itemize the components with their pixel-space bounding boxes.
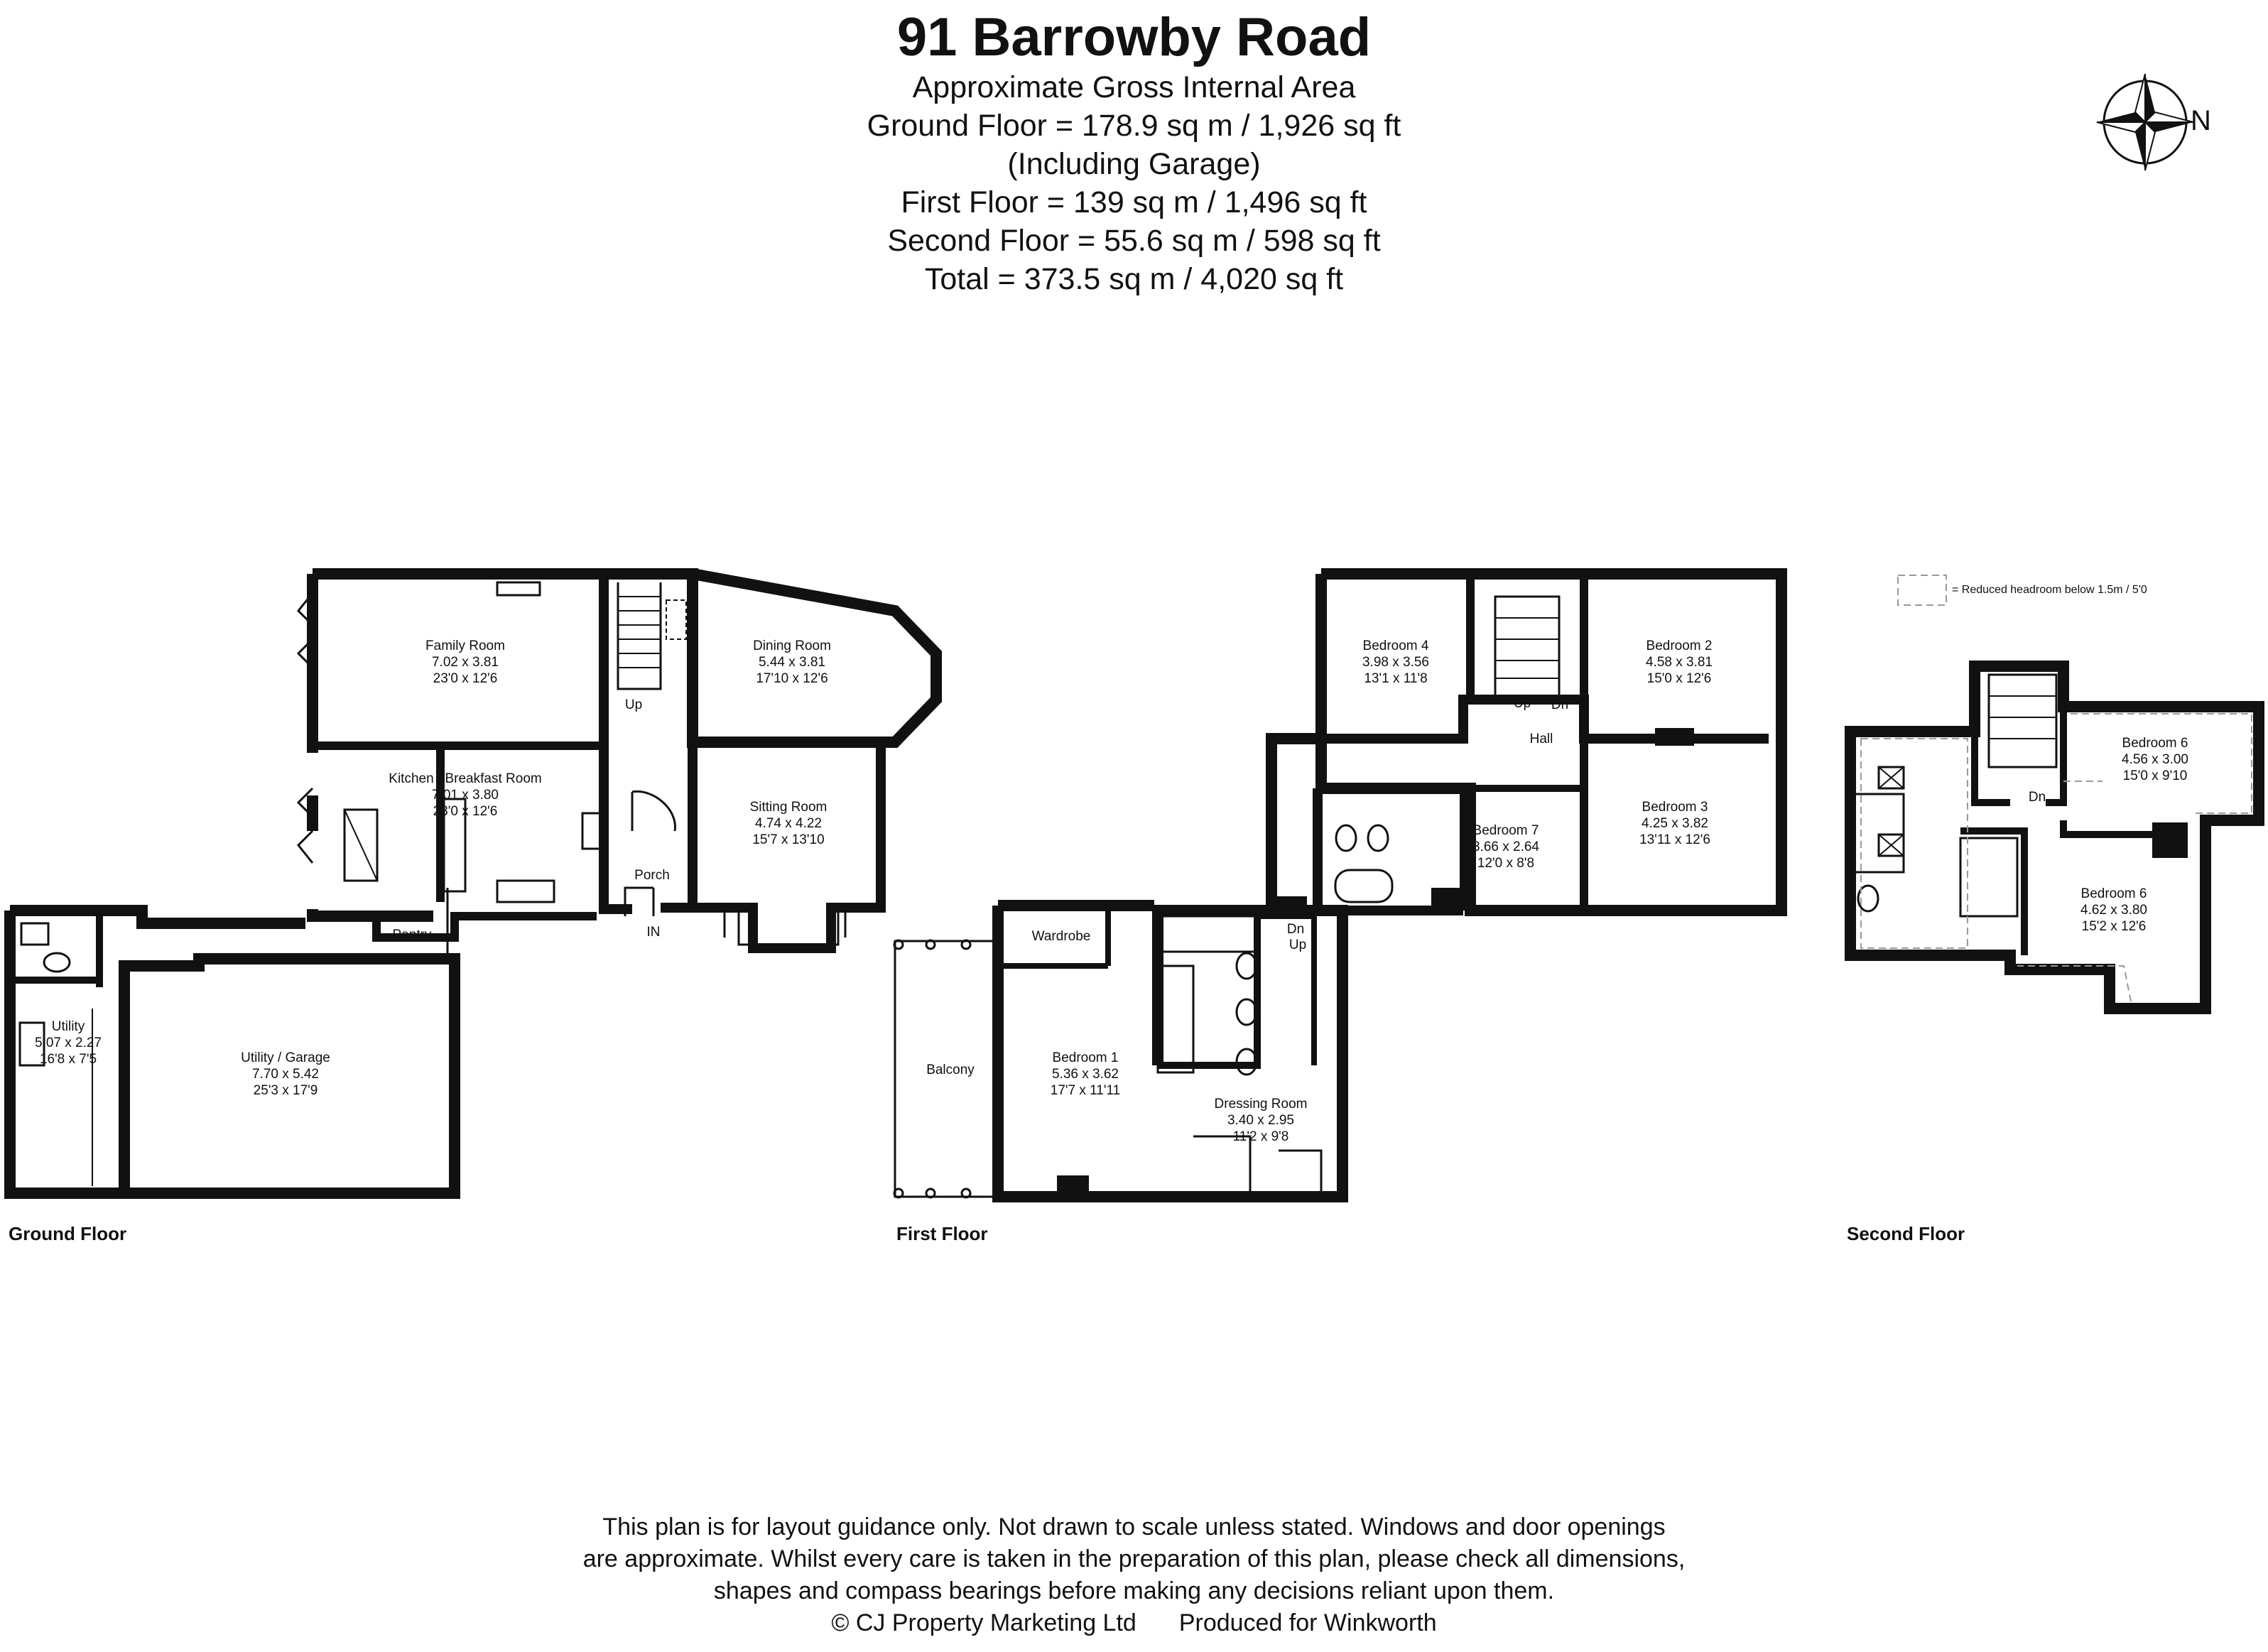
label-stairs-down: Dn <box>1286 922 1305 937</box>
room-metric: 7.70 x 5.42 <box>251 1067 320 1082</box>
room-bedroom-4: Bedroom 4 3.98 x 3.56 13'1 x 11'8 <box>1362 638 1429 687</box>
ground-floor-area: Ground Floor = 178.9 sq m / 1,926 sq ft <box>867 109 1401 143</box>
legend-swatch <box>1897 575 1947 606</box>
second-floor-plan <box>1845 661 2264 1014</box>
room-dressing: Dressing Room 3.40 x 2.95 11'2 x 9'8 <box>1215 1096 1308 1145</box>
ground-floor-caption: Ground Floor <box>9 1223 127 1244</box>
room-imperial: 23'0 x 12'6 <box>433 671 498 686</box>
credits: © CJ Property Marketing Ltd Produced for… <box>0 1607 2268 1639</box>
room-metric: 5.36 x 3.62 <box>1051 1067 1119 1082</box>
room-metric: 7.02 x 3.81 <box>431 655 499 670</box>
room-name: Bedroom 4 <box>1362 638 1429 653</box>
room-name: Dining Room <box>753 638 831 653</box>
ground-floor-plan <box>4 568 942 1199</box>
room-imperial: 17'10 x 12'6 <box>756 671 828 686</box>
disclaimer: This plan is for layout guidance only. N… <box>0 1511 2268 1639</box>
disclaimer-line-1: This plan is for layout guidance only. N… <box>602 1514 1666 1540</box>
room-name: Bedroom 7 <box>1472 823 1539 838</box>
area-subtitle: Approximate Gross Internal Area <box>912 70 1356 104</box>
room-name: Family Room <box>425 638 505 653</box>
first-floor-plan <box>893 568 1787 1202</box>
room-name: Bedroom 1 <box>1052 1050 1119 1065</box>
room-metric: 3.40 x 2.95 <box>1227 1113 1295 1128</box>
disclaimer-line-3: shapes and compass bearings before makin… <box>713 1577 1555 1604</box>
room-bedroom-6-upper: Bedroom 6 4.56 x 3.00 15'0 x 9'10 <box>2122 735 2188 784</box>
label-hall: Hall <box>1529 732 1553 746</box>
room-name: Utility <box>51 1019 85 1034</box>
room-name: Bedroom 3 <box>1642 800 1708 815</box>
room-metric: 4.56 x 3.00 <box>2121 752 2189 767</box>
room-metric: 5.44 x 3.81 <box>758 655 826 670</box>
room-name: Bedroom 6 <box>2122 736 2188 751</box>
label-porch: Porch <box>634 868 670 883</box>
copyright-text: © CJ Property Marketing Ltd <box>831 1609 1136 1636</box>
compass-icon <box>2096 73 2194 171</box>
room-metric: 4.62 x 3.80 <box>2080 903 2148 918</box>
room-metric: 7.01 x 3.80 <box>431 788 499 803</box>
label-pantry: Pantry <box>392 928 432 942</box>
room-kitchen: Kitchen / Breakfast Room 7.01 x 3.80 23'… <box>389 771 541 820</box>
second-floor-area: Second Floor = 55.6 sq m / 598 sq ft <box>887 224 1381 258</box>
room-imperial: 12'0 x 8'8 <box>1477 856 1535 871</box>
compass-north-label: N <box>2191 105 2211 136</box>
room-imperial: 15'0 x 9'10 <box>2122 768 2188 783</box>
label-stairs-up: Up <box>1513 696 1531 711</box>
ground-floor-note: (Including Garage) <box>1007 147 1261 181</box>
room-imperial: 23'0 x 12'6 <box>433 804 498 819</box>
room-utility: Utility 5.07 x 2.27 16'8 x 7'5 <box>35 1018 102 1067</box>
room-metric: 4.25 x 3.82 <box>1641 816 1709 831</box>
room-metric: 3.98 x 3.56 <box>1362 655 1430 670</box>
plan-header: 91 Barrowby Road Approximate Gross Inter… <box>0 7 2268 298</box>
room-name: Bedroom 2 <box>1646 638 1713 653</box>
room-imperial: 15'0 x 12'6 <box>1646 671 1712 686</box>
room-name: Bedroom 6 <box>2080 886 2147 901</box>
room-bedroom-1: Bedroom 1 5.36 x 3.62 17'7 x 11'11 <box>1051 1050 1120 1099</box>
room-bedroom-3: Bedroom 3 4.25 x 3.82 13'11 x 12'6 <box>1639 799 1710 848</box>
room-garage: Utility / Garage 7.70 x 5.42 25'3 x 17'9 <box>241 1050 330 1099</box>
room-imperial: 25'3 x 17'9 <box>253 1083 318 1098</box>
second-floor-caption: Second Floor <box>1847 1223 1965 1244</box>
room-metric: 4.74 x 4.22 <box>754 816 823 831</box>
produced-for-text: Produced for Winkworth <box>1178 1609 1437 1636</box>
room-name: Kitchen / Breakfast Room <box>389 771 542 786</box>
first-floor-area: First Floor = 139 sq m / 1,496 sq ft <box>901 185 1367 219</box>
room-bedroom-2: Bedroom 2 4.58 x 3.81 15'0 x 12'6 <box>1646 638 1713 687</box>
room-name: Utility / Garage <box>241 1050 330 1065</box>
label-stairs-up: Up <box>624 697 643 712</box>
first-floor-caption: First Floor <box>896 1223 988 1244</box>
room-sitting: Sitting Room 4.74 x 4.22 15'7 x 13'10 <box>750 799 828 848</box>
total-area: Total = 373.5 sq m / 4,020 sq ft <box>924 262 1344 296</box>
label-stairs-up: Up <box>1288 938 1307 952</box>
room-imperial: 15'7 x 13'10 <box>752 832 825 847</box>
room-name: Dressing Room <box>1214 1097 1308 1112</box>
room-imperial: 15'2 x 12'6 <box>2081 919 2147 934</box>
property-title: 91 Barrowby Road <box>896 7 1372 67</box>
label-balcony: Balcony <box>926 1063 975 1077</box>
disclaimer-line-2: are approximate. Whilst every care is ta… <box>582 1545 1686 1572</box>
room-imperial: 17'7 x 11'11 <box>1050 1083 1121 1098</box>
room-imperial: 13'11 x 12'6 <box>1639 832 1710 847</box>
room-family: Family Room 7.02 x 3.81 23'0 x 12'6 <box>425 638 505 687</box>
room-dining: Dining Room 5.44 x 3.81 17'10 x 12'6 <box>753 638 831 687</box>
room-name: Sitting Room <box>749 800 828 815</box>
room-bedroom-7: Bedroom 7 3.66 x 2.64 12'0 x 8'8 <box>1472 822 1539 871</box>
headroom-legend: = Reduced headroom below 1.5m / 5'0 <box>1952 584 2147 596</box>
room-imperial: 13'1 x 11'8 <box>1364 671 1428 686</box>
room-metric: 3.66 x 2.64 <box>1472 839 1540 854</box>
label-wardrobe: Wardrobe <box>1031 929 1091 944</box>
room-imperial: 16'8 x 7'5 <box>39 1052 97 1067</box>
room-imperial: 11'2 x 9'8 <box>1232 1129 1289 1144</box>
room-bedroom-6-lower: Bedroom 6 4.62 x 3.80 15'2 x 12'6 <box>2080 886 2147 935</box>
room-metric: 5.07 x 2.27 <box>34 1036 102 1050</box>
label-stairs-down: Dn <box>2028 790 2046 805</box>
label-stairs-down: Dn <box>1551 697 1569 712</box>
label-entrance: IN <box>646 925 661 940</box>
room-metric: 4.58 x 3.81 <box>1645 655 1713 670</box>
